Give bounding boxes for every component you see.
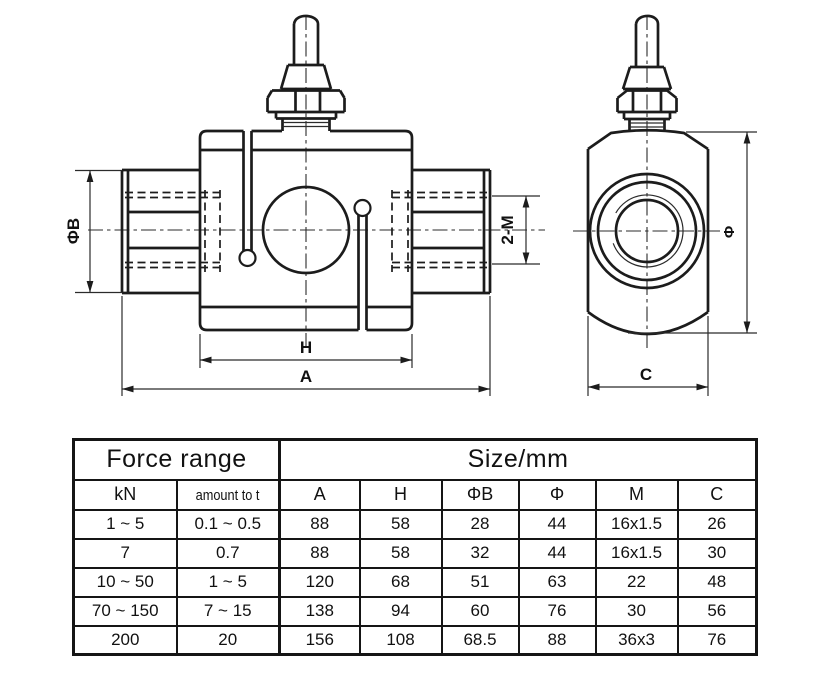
dim-a: A	[121, 296, 491, 396]
side-bore-circle	[614, 198, 680, 264]
technical-drawing: ΦB 2-M H A	[64, 14, 757, 396]
header-force-range: Force range	[71, 438, 281, 481]
dim-phi-b: ΦB	[64, 169, 122, 294]
side-outer-circle	[588, 172, 706, 290]
side-body-outline	[586, 128, 710, 336]
left-boss	[120, 168, 200, 295]
col-a: A	[278, 478, 361, 511]
dim-phi: Φ	[628, 131, 757, 334]
front-connector	[266, 14, 346, 131]
table-row: 7 0.7 88 58 32 44 16x1.5 30	[72, 537, 759, 569]
spec-table: Force range Size/mm kN amount to t A H Φ…	[71, 438, 759, 656]
side-center-lines	[573, 15, 720, 352]
s-slot-right-end	[353, 198, 372, 218]
dim-a-label: A	[300, 367, 312, 386]
dim-2m: 2-M	[492, 195, 540, 265]
right-boss	[412, 168, 492, 295]
dim-h-label: H	[300, 338, 312, 357]
col-c: C	[676, 478, 759, 511]
s-slot-left-end	[238, 248, 257, 268]
body-outline	[198, 129, 414, 332]
side-thread-arc	[612, 194, 684, 268]
col-amount-t: amount to t	[175, 478, 281, 511]
hidden-thread-lines	[125, 190, 487, 272]
dim-c: C	[587, 316, 709, 396]
front-view: ΦB 2-M H A	[64, 14, 545, 396]
col-phi: Φ	[517, 478, 597, 511]
table-row: 70 ~ 150 7 ~ 15 138 94 60 76 30 56	[72, 595, 759, 627]
side-connector-threads	[629, 122, 665, 128]
dim-2m-label: 2-M	[498, 215, 517, 244]
col-h: H	[358, 478, 443, 511]
col-kn: kN	[72, 478, 178, 511]
s-slot-left	[242, 131, 253, 252]
front-center-lines	[88, 15, 545, 348]
col-m: M	[594, 478, 679, 511]
s-slot-right	[357, 214, 368, 330]
table-group-header-row: Force range Size/mm	[71, 438, 759, 481]
dim-phi-label: Φ	[721, 226, 738, 238]
table-column-header-row: kN amount to t A H ΦB Φ M C	[72, 478, 759, 511]
header-size-mm: Size/mm	[278, 438, 759, 481]
side-connector	[616, 14, 678, 132]
dim-h: H	[199, 334, 413, 368]
dim-phi-b-label: ΦB	[64, 218, 83, 244]
side-view: Φ C	[573, 14, 757, 396]
front-connector-threads	[282, 121, 330, 128]
center-hole	[261, 185, 351, 275]
table-row: 200 20 156 108 68.5 88 36x3 76	[72, 624, 759, 656]
dim-c-label: C	[640, 365, 652, 384]
table-row: 1 ~ 5 0.1 ~ 0.5 88 58 28 44 16x1.5 26	[72, 508, 759, 540]
col-phi-b: ΦB	[440, 478, 520, 511]
table-row: 10 ~ 50 1 ~ 5 120 68 51 63 22 48	[72, 566, 759, 598]
side-middle-circle	[596, 180, 698, 282]
